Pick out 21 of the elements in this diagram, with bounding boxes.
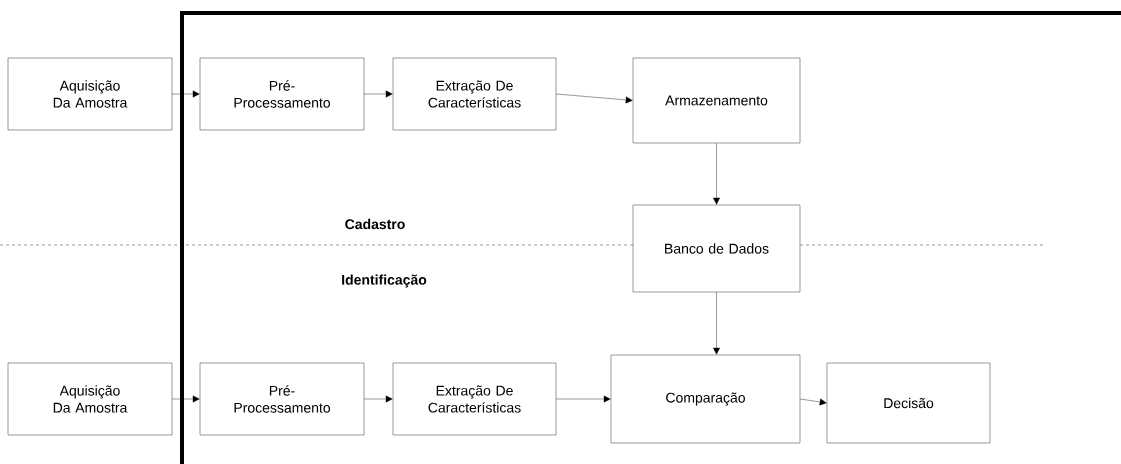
arrow [713,292,720,355]
arrow [172,395,200,403]
process-box: Extração De Características [392,362,557,436]
process-box: Pré- Processamento [199,362,365,436]
process-box: Decisão [826,362,991,444]
process-box: Banco de Dados [632,204,801,293]
process-box: Aquisição Da Amostra [7,362,173,436]
arrow [800,398,827,406]
arrow [713,143,720,205]
arrow [364,395,393,403]
process-box: Extração De Características [392,57,557,131]
process-box: Pré- Processamento [199,57,365,131]
process-box: Armazenamento [632,57,801,144]
process-box: Aquisição Da Amostra [7,57,173,131]
arrow [556,93,633,104]
arrow [364,90,393,98]
section-label: Cadastro [345,218,405,230]
arrow [556,395,611,403]
section-label: Identificação [342,274,427,288]
arrow [172,90,200,98]
process-box: Comparação [610,354,801,444]
